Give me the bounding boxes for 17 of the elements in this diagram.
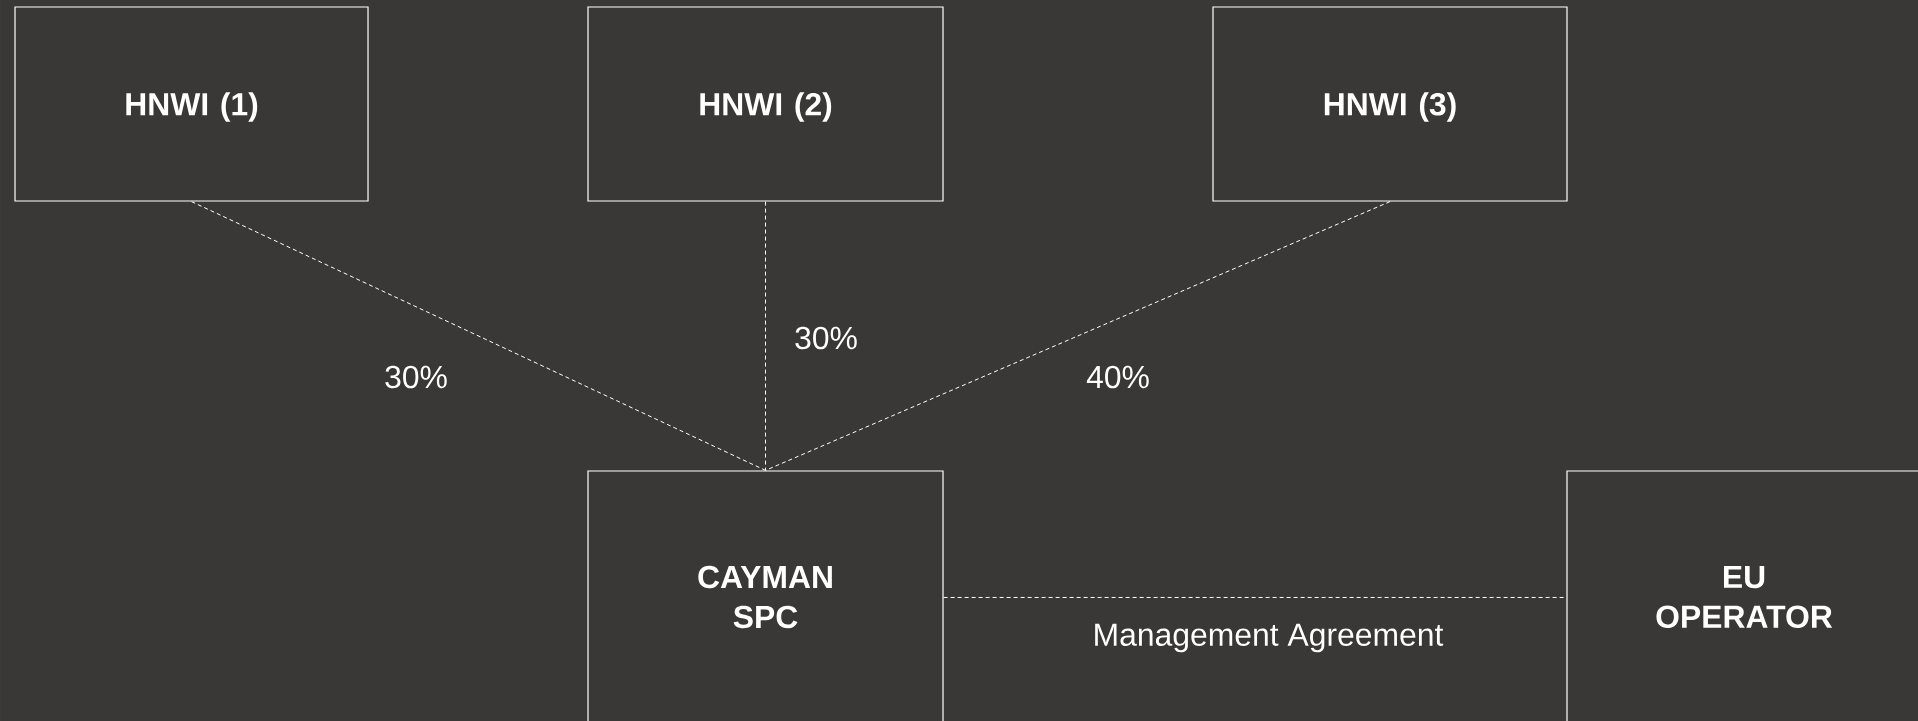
dashed-line: [765, 201, 766, 471]
entity-box: [587, 470, 944, 721]
entity-name: EU OPERATOR: [1656, 565, 1833, 629]
entity-name: CAYMAN SPC: [698, 565, 832, 629]
edge-label: 40%: [1086, 365, 1149, 389]
entity-name: HNWI (1): [126, 92, 258, 122]
entity-box: [1566, 470, 1918, 721]
edge-label: 30%: [795, 326, 857, 350]
entity-box: [1212, 6, 1568, 202]
entity-name: HNWI (3): [1324, 92, 1456, 122]
entity-name: HNWI (2): [700, 92, 832, 122]
dashed-line: [191, 201, 766, 471]
edge-label: Management Agreement: [1095, 623, 1444, 653]
edge-label: 30%: [385, 365, 447, 389]
dashed-line: [943, 597, 1567, 598]
entity-box: [587, 6, 944, 202]
entity-box: [14, 6, 369, 202]
